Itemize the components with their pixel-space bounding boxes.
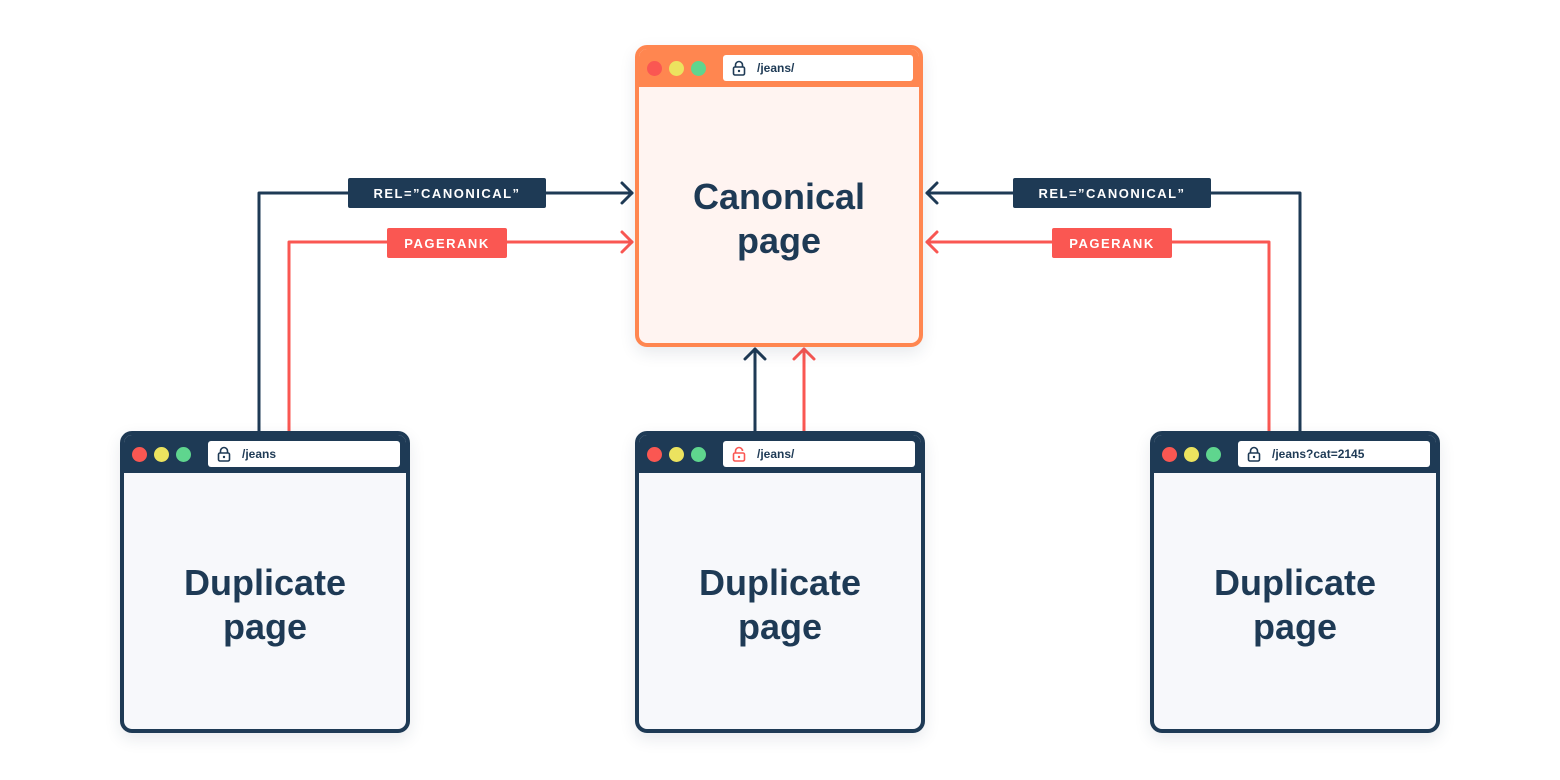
close-dot-icon (647, 447, 662, 462)
address-bar: /jeans/ (723, 441, 915, 467)
maximize-dot-icon (1206, 447, 1221, 462)
maximize-dot-icon (176, 447, 191, 462)
window-titlebar: /jeans?cat=2145 (1154, 435, 1436, 473)
url-text: /jeans/ (757, 447, 795, 461)
duplicate-page-window-3: /jeans?cat=2145 Duplicate page (1150, 431, 1440, 733)
right-pagerank-arrowhead (925, 230, 939, 254)
url-text: /jeans (242, 447, 277, 461)
minimize-dot-icon (1184, 447, 1199, 462)
canonical-page-window: /jeans/ Canonical page (635, 45, 923, 347)
duplicate-page-window-1: /jeans Duplicate page (120, 431, 410, 733)
close-dot-icon (1162, 447, 1177, 462)
window-titlebar: /jeans/ (639, 435, 921, 473)
right-rel-canonical-arrowhead (925, 181, 939, 205)
page-title: Canonical page (692, 176, 866, 261)
window-titlebar: /jeans (124, 435, 406, 473)
left-rel-canonical-arrowhead (620, 181, 634, 205)
lock-open-icon (732, 446, 746, 462)
left-pagerank-tag: PAGERANK (387, 228, 507, 258)
url-text: /jeans/ (757, 61, 795, 75)
middle-rel-canonical-arrowhead (743, 347, 767, 361)
left-pagerank-line (287, 240, 634, 434)
window-titlebar: /jeans/ (639, 49, 919, 87)
page-title: Duplicate page (698, 562, 862, 647)
minimize-dot-icon (669, 447, 684, 462)
lock-closed-icon (217, 446, 231, 462)
right-pagerank-line (925, 240, 1271, 434)
minimize-dot-icon (154, 447, 169, 462)
right-pagerank-tag: PAGERANK (1052, 228, 1172, 258)
left-pagerank-arrowhead (620, 230, 634, 254)
address-bar: /jeans?cat=2145 (1238, 441, 1430, 467)
duplicate-page-window-2: /jeans/ Duplicate page (635, 431, 925, 733)
url-text: /jeans?cat=2145 (1272, 447, 1365, 461)
close-dot-icon (132, 447, 147, 462)
page-title: Duplicate page (1213, 562, 1377, 647)
middle-pagerank-arrowhead (792, 347, 816, 361)
right-rel-canonical-tag: REL=”CANONICAL” (1013, 178, 1211, 208)
page-title: Duplicate page (183, 562, 347, 647)
address-bar: /jeans/ (723, 55, 913, 81)
address-bar: /jeans (208, 441, 400, 467)
maximize-dot-icon (691, 447, 706, 462)
left-rel-canonical-tag: REL=”CANONICAL” (348, 178, 546, 208)
maximize-dot-icon (691, 61, 706, 76)
lock-closed-icon (732, 60, 746, 76)
close-dot-icon (647, 61, 662, 76)
minimize-dot-icon (669, 61, 684, 76)
lock-closed-icon (1247, 446, 1261, 462)
